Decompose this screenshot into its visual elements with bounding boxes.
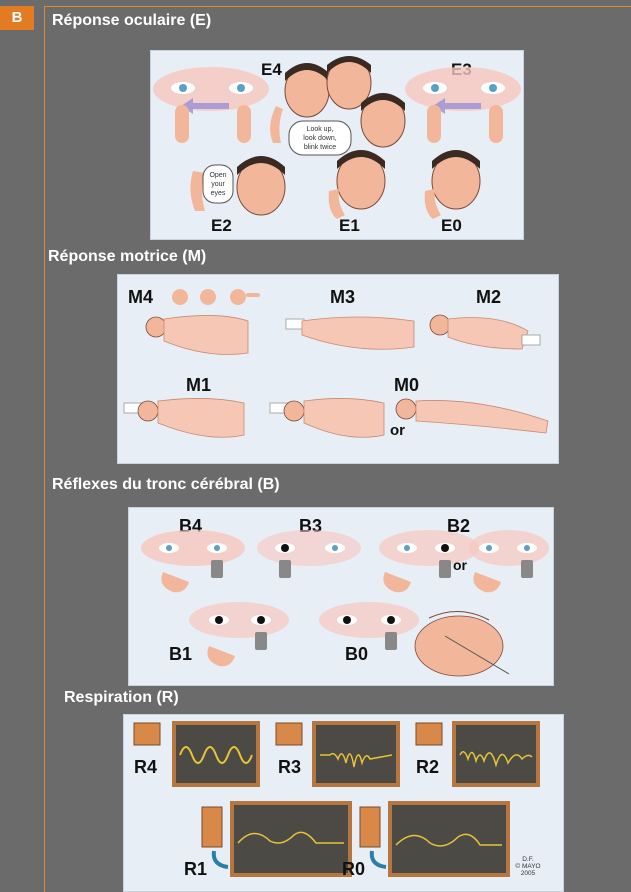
label-b0: B0	[345, 644, 368, 664]
brainstem-reflexes-title: Réflexes du tronc cérébral (B)	[52, 476, 280, 494]
label-r4: R4	[134, 757, 157, 777]
bubble-e4-line2: look down,	[303, 135, 337, 142]
label-m2: M2	[476, 287, 501, 307]
respiration-title: Respiration (R)	[64, 689, 179, 707]
eye-response-title: Réponse oculaire (E)	[52, 12, 211, 30]
label-m3: M3	[330, 287, 355, 307]
bubble-e4-line3: blink twice	[304, 144, 336, 151]
label-m4: M4	[128, 287, 153, 307]
credit-line2: © MAYO	[515, 862, 540, 870]
brainstem-reflexes-illustration: B4 B3 B2 or B1 B0	[128, 507, 554, 686]
label-r3: R3	[278, 757, 301, 777]
credit-line1: D.F.	[522, 856, 534, 863]
label-e0: E0	[441, 216, 462, 235]
label-m0: M0	[394, 375, 419, 395]
bubble-e2-line3: eyes	[211, 190, 226, 197]
respiration-illustration: R4 R3 R2 R1 R0 D.F. © MAYO 2005	[123, 714, 564, 892]
label-b1: B1	[169, 644, 192, 664]
label-e2: E2	[211, 216, 232, 235]
label-e1: E1	[339, 216, 360, 235]
label-m1: M1	[186, 375, 211, 395]
bubble-e4-line1: Look up,	[307, 126, 334, 133]
motor-response-title: Réponse motrice (M)	[48, 248, 206, 266]
label-r0: R0	[342, 859, 365, 879]
label-r2: R2	[416, 757, 439, 777]
eye-response-illustration: E4 Look up, look down, blink twice E3 Op…	[150, 50, 524, 240]
label-r1: R1	[184, 859, 207, 879]
credit-line3: 2005	[521, 870, 536, 877]
label-e4: E4	[261, 60, 282, 79]
bubble-e2-line1: Open	[209, 172, 226, 179]
brainstem-or: or	[453, 557, 468, 573]
motor-or: or	[390, 422, 405, 439]
section-badge: B	[0, 6, 34, 30]
motor-response-illustration: M4 M3 M2 M1 M0 or	[117, 274, 559, 464]
bubble-e2-line2: your	[211, 181, 225, 188]
